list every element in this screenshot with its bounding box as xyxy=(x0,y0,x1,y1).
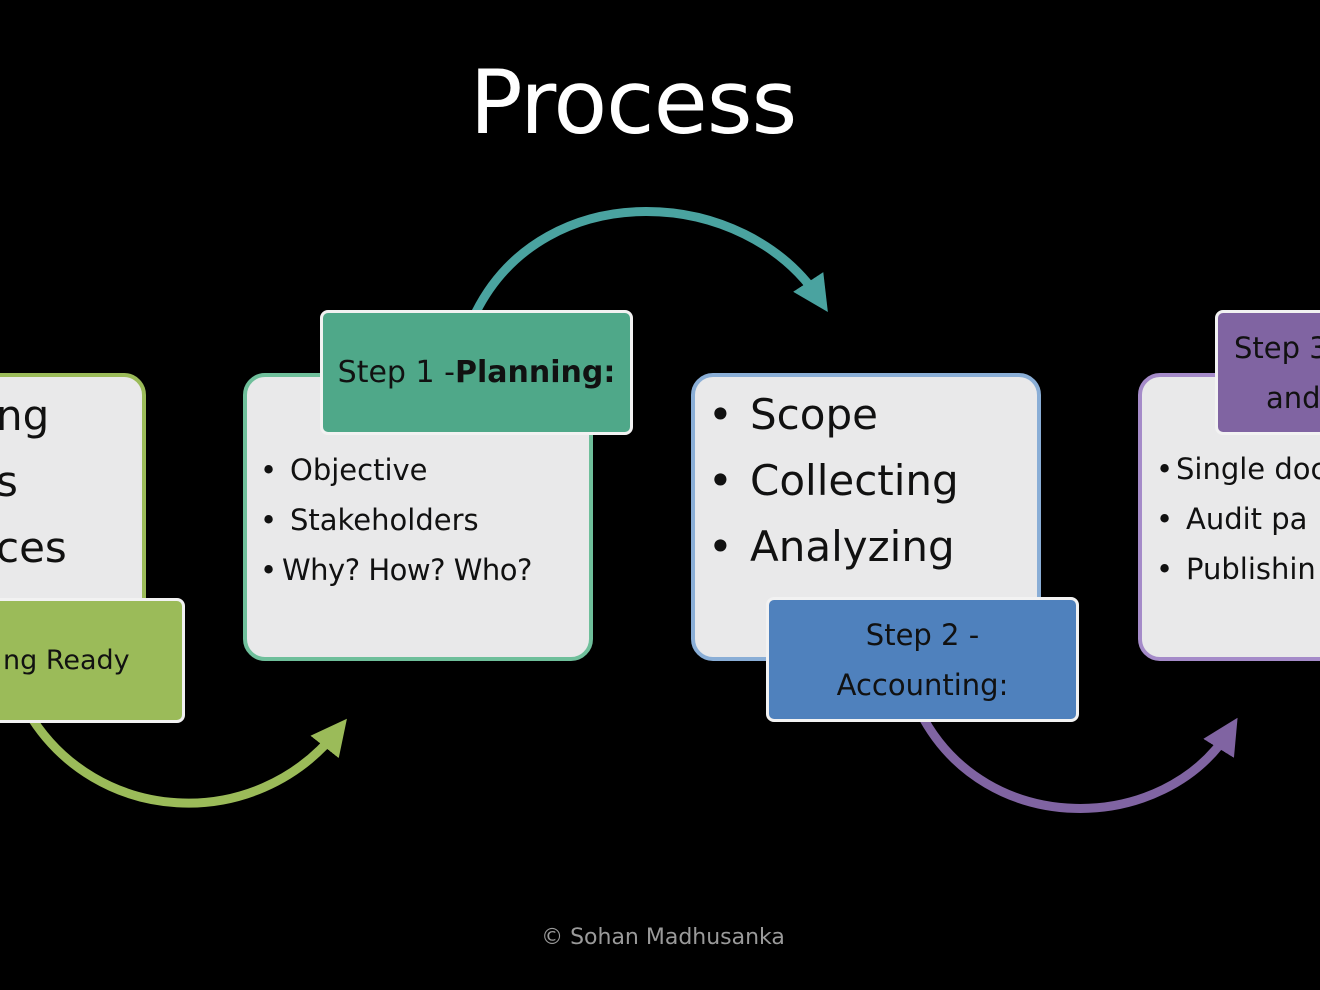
step2-header-line1: Step 2 - xyxy=(865,617,980,652)
bullet-dot-icon: • xyxy=(708,390,733,439)
purple-curved-arrow xyxy=(915,707,1238,813)
step0-bullet: ng xyxy=(0,391,50,440)
step0-bullet: s xyxy=(0,457,18,506)
bullet-dot-icon: • xyxy=(260,503,278,537)
step0-bullet: ces xyxy=(0,523,67,572)
bullet-dot-icon: • xyxy=(708,456,733,505)
bullet-dot-icon: • xyxy=(1156,502,1174,536)
step2-bullet-text: Analyzing xyxy=(750,522,955,571)
step1-bullet: • Stakeholders xyxy=(260,495,532,545)
bullet-dot-icon: • xyxy=(260,553,277,587)
step0-header-text: ng Ready xyxy=(3,644,130,676)
step2-header-line2: Accounting: xyxy=(836,667,1009,702)
step1-bullet: •Why? How? Who? xyxy=(260,545,532,595)
bullet-dot-icon: • xyxy=(260,453,278,487)
step3-bullet: • Publishin xyxy=(1156,544,1320,594)
step3-header-line1: Step 3 xyxy=(1234,330,1320,365)
step2-bullet-list: • Scope • Collecting • Analyzing xyxy=(708,382,959,580)
bullet-dot-icon: • xyxy=(708,522,733,571)
step3-header: Step 3 and xyxy=(1215,310,1320,435)
step2-bullet: • Collecting xyxy=(708,448,959,514)
step3-bullet-list: •Single doc •Audit pa •Publishin xyxy=(1156,444,1320,594)
step1-header-prefix: Step 1 - xyxy=(337,354,455,390)
step2-bullet: • Scope xyxy=(708,382,959,448)
step3-header-line2: and xyxy=(1266,380,1320,415)
step0-bullet-list: ng s ces xyxy=(0,383,67,581)
teal-curved-arrow xyxy=(471,207,828,317)
step1-bullet-list: •Objective •Stakeholders •Why? How? Who? xyxy=(260,445,532,595)
step3-bullet: •Single doc xyxy=(1156,444,1320,494)
step2-header: Step 2 - Accounting: xyxy=(766,597,1079,722)
bullet-dot-icon: • xyxy=(1156,552,1174,586)
step3-bullet-text: Single doc xyxy=(1176,452,1320,486)
green-curved-arrow xyxy=(23,707,347,808)
step1-bullet-text: Stakeholders xyxy=(290,503,479,537)
step0-header: ng Ready xyxy=(0,598,185,723)
step2-bullet: • Analyzing xyxy=(708,514,959,580)
copyright-credit: © Sohan Madhusanka xyxy=(541,925,785,950)
step1-bullet-text: Why? How? Who? xyxy=(282,553,532,587)
step2-bullet-text: Collecting xyxy=(750,456,959,505)
step1-bullet-text: Objective xyxy=(290,453,428,487)
step1-bullet: • Objective xyxy=(260,445,532,495)
step3-bullet: • Audit pa xyxy=(1156,494,1320,544)
step2-bullet-text: Scope xyxy=(750,390,878,439)
step3-bullet-text: Publishin xyxy=(1186,552,1316,586)
step1-header-bold: Planning: xyxy=(454,354,616,390)
step3-bullet-text: Audit pa xyxy=(1186,502,1308,536)
slide-title: Process xyxy=(469,51,798,154)
bullet-dot-icon: • xyxy=(1156,452,1174,486)
step1-header: Step 1 - Planning: xyxy=(320,310,633,435)
